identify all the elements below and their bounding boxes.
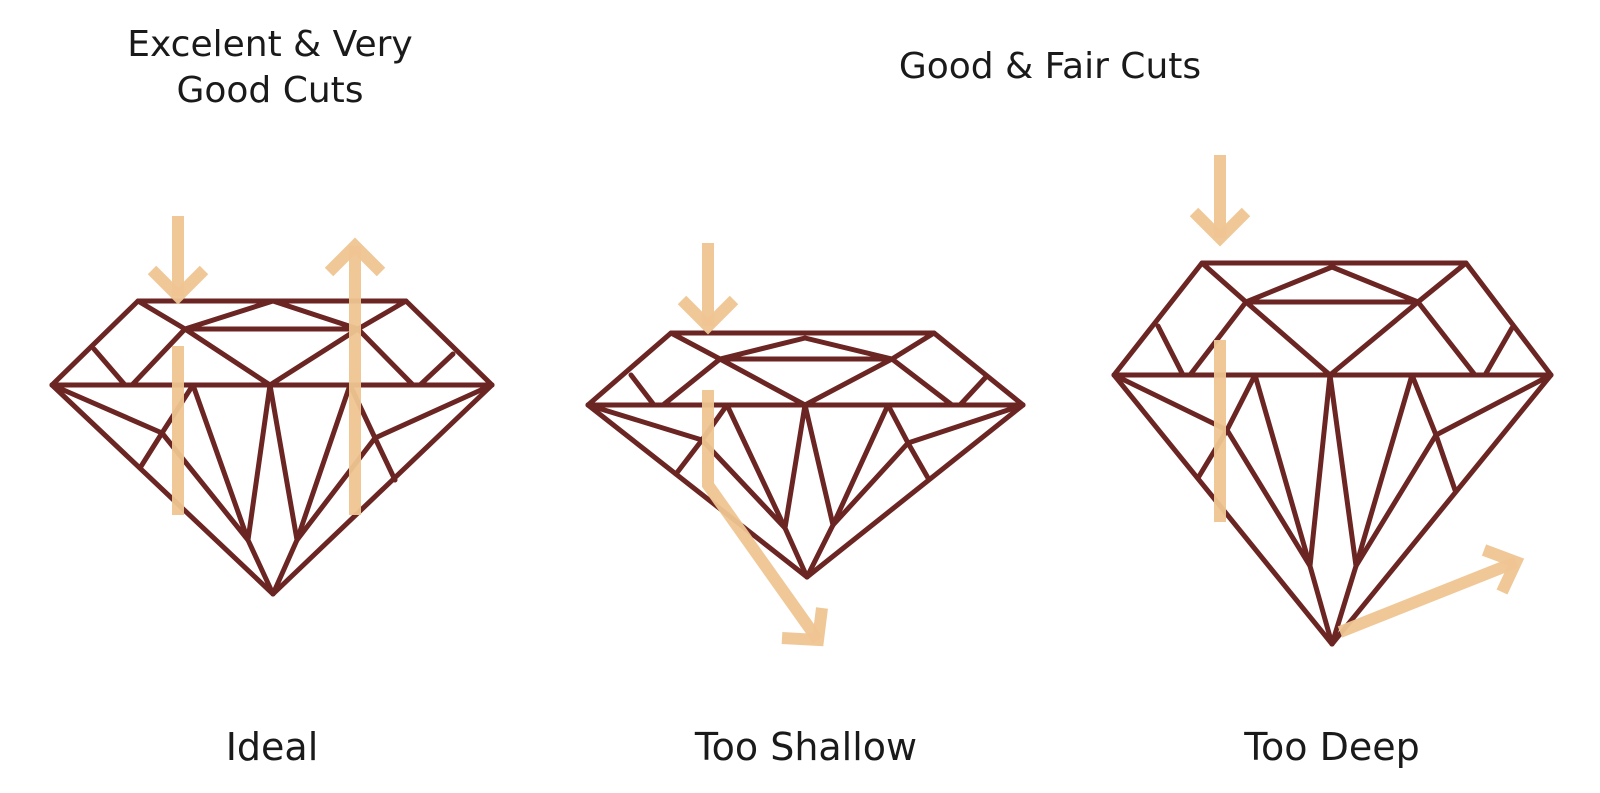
deep-diamond [1111,260,1554,647]
caption-too-deep: Too Deep [1244,725,1420,769]
heading-excellent-very-good: Excelent & Very Good Cuts [127,24,413,111]
heading-good-fair: Good & Fair Cuts [898,46,1202,87]
ideal-light-rays [147,216,386,515]
ideal-diamond [49,298,495,597]
shallow-diamond [585,330,1026,580]
deep-light-rays [1189,155,1525,638]
caption-ideal: Ideal [225,725,319,769]
shallow-light-rays [677,243,828,647]
caption-too-shallow: Too Shallow [694,725,918,769]
